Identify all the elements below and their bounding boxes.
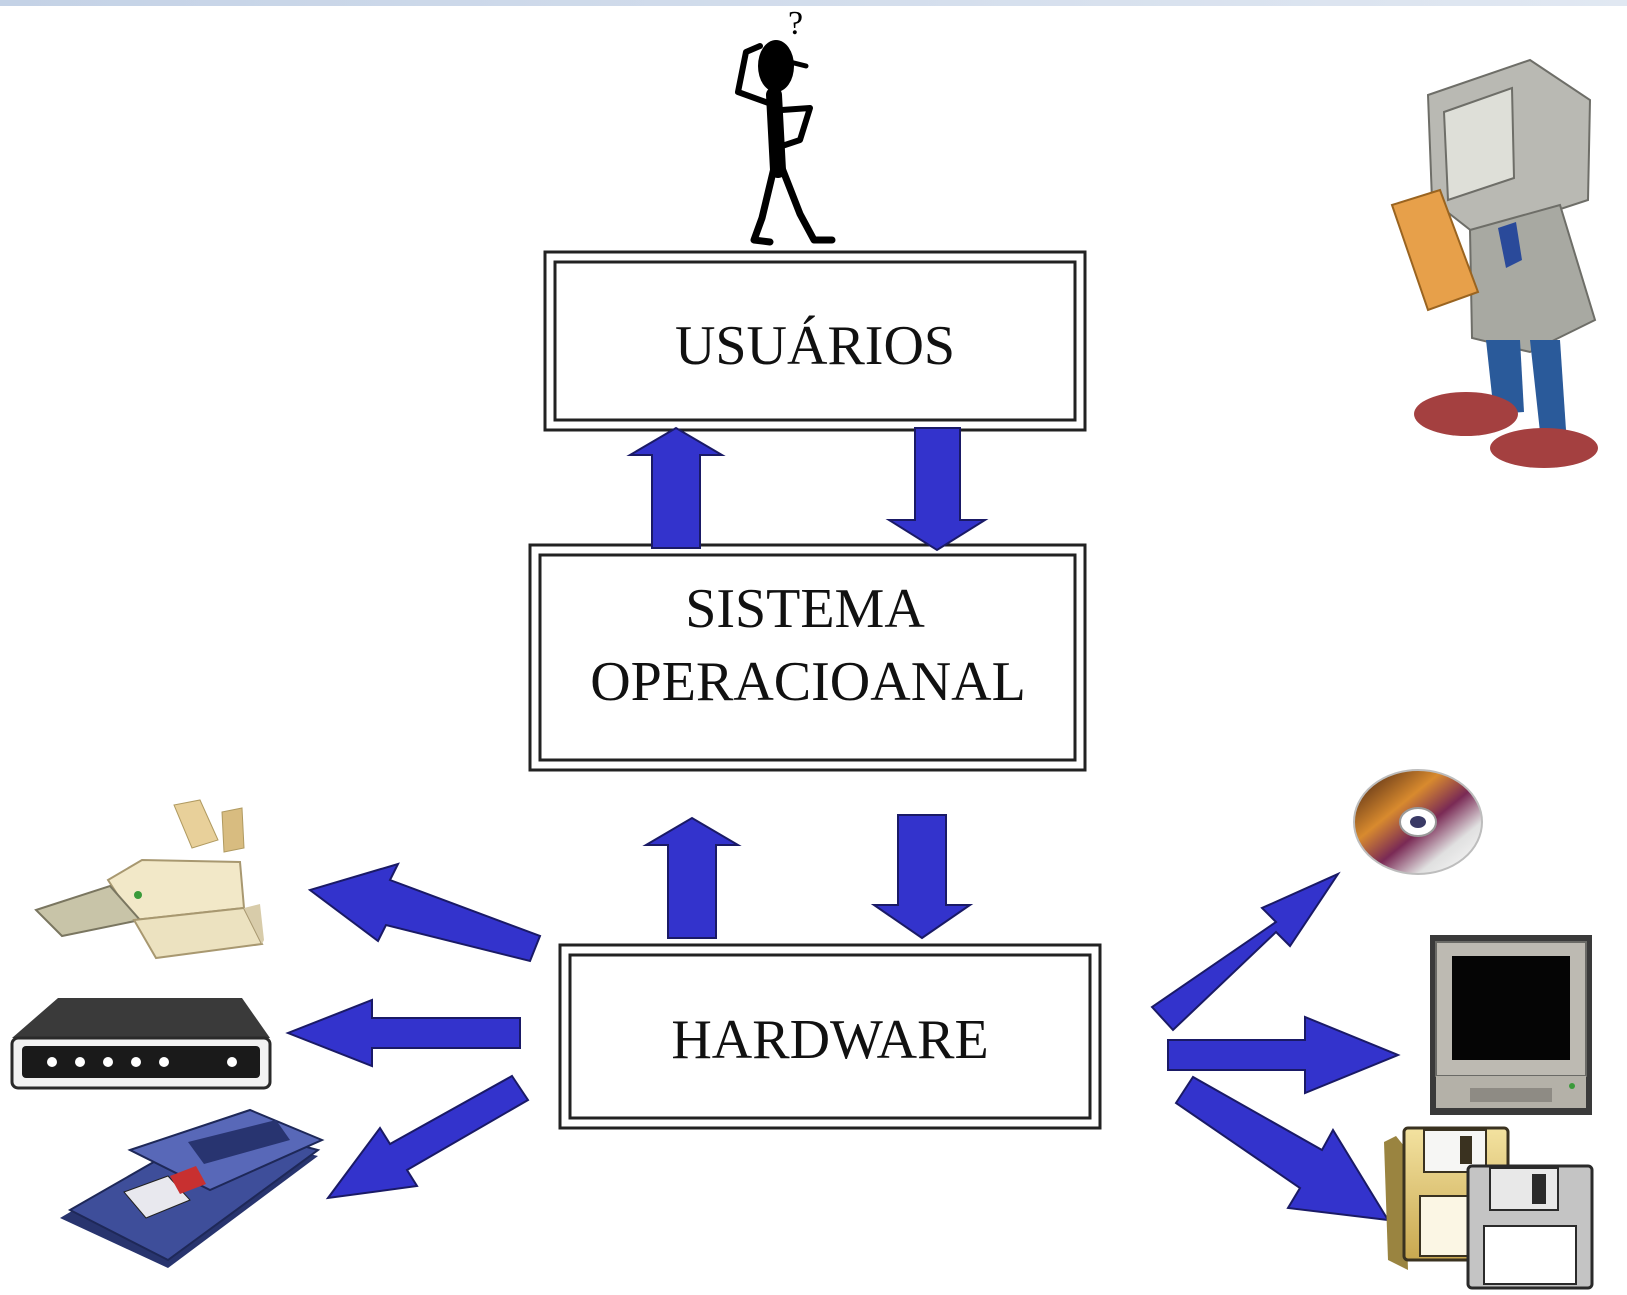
- crt-monitor-icon: [1430, 935, 1592, 1115]
- os-box-label-line1: SISTEMA: [685, 578, 925, 640]
- arrow-os-to-hardware: [870, 814, 974, 940]
- printer-icon: [34, 799, 264, 960]
- arrow-to-printer: [307, 862, 542, 963]
- users-box-label: USUÁRIOS: [675, 315, 955, 377]
- arrow-to-cd: [1150, 871, 1341, 1032]
- arrow-os-to-users: [626, 426, 726, 549]
- arrow-to-monitor: [1167, 1015, 1401, 1095]
- top-strip: [0, 0, 1627, 6]
- floppy-disks-icon: [1384, 1126, 1594, 1290]
- thinking-stick-figure-icon: ?: [735, 5, 836, 246]
- os-box-label-line2: OPERACIOANAL: [590, 651, 1026, 713]
- hardware-box: HARDWARE: [558, 943, 1102, 1130]
- cd-disc-icon: [1353, 769, 1483, 875]
- users-box: USUÁRIOS: [543, 250, 1087, 432]
- os-box: SISTEMA OPERACIOANAL: [528, 543, 1087, 772]
- modem-icon: [10, 998, 272, 1090]
- computer-head-man-icon: [1390, 58, 1598, 468]
- arrow-users-to-os: [885, 427, 989, 552]
- arrow-to-zip-drive: [325, 1074, 530, 1200]
- zip-drive-icon: [60, 1108, 325, 1268]
- arrow-hardware-to-os: [642, 816, 742, 939]
- hardware-box-label: HARDWARE: [671, 1009, 988, 1071]
- svg-text:?: ?: [788, 5, 803, 42]
- arrow-to-floppy: [1174, 1075, 1390, 1222]
- arrow-to-modem: [285, 998, 521, 1068]
